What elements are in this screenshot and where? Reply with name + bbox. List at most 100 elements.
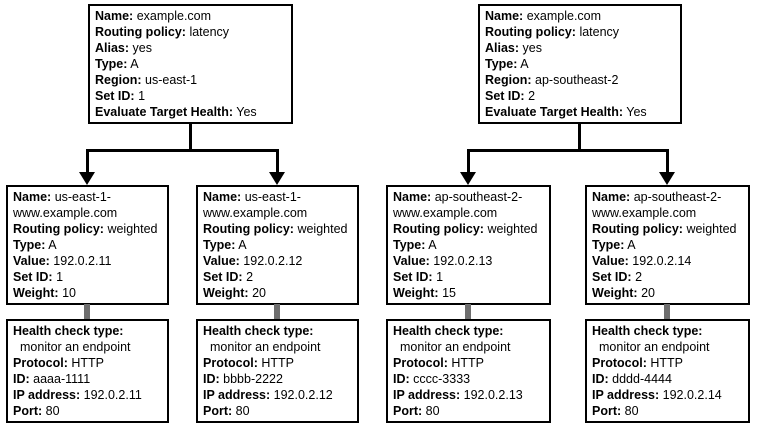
record-line: ID: dddd-4444 [592, 371, 743, 387]
connector-drop-4 [665, 149, 669, 172]
record-line: Type: A [95, 56, 286, 72]
record-line: Value: 192.0.2.11 [13, 253, 162, 269]
record-line: Set ID: 1 [13, 269, 162, 285]
field-value: 80 [232, 404, 250, 418]
field-label: Evaluate Target Health: [485, 105, 624, 119]
field-value: A [425, 238, 437, 252]
field-value: weighted [483, 222, 538, 236]
record-line: Name: example.com [485, 8, 675, 24]
field-label: Value: [592, 254, 629, 268]
field-value: A [45, 238, 57, 252]
record-line: Type: A [485, 56, 675, 72]
field-value: A [517, 57, 529, 71]
record-line: monitor an endpoint [203, 339, 352, 355]
field-value: latency [575, 25, 620, 39]
field-value: 2 [631, 270, 643, 284]
field-value: latency [185, 25, 230, 39]
record-line: Health check type: [592, 323, 743, 339]
record-line: Protocol: HTTP [393, 355, 544, 371]
field-label: Set ID: [95, 89, 135, 103]
connector-horizontal-right [466, 149, 669, 152]
field-value: 2 [242, 270, 254, 284]
field-value: 192.0.2.13 [460, 388, 523, 402]
field-label: Alias: [95, 41, 130, 55]
record-line: Routing policy: weighted [203, 221, 352, 237]
record-line: Port: 80 [393, 403, 544, 419]
field-label: Set ID: [485, 89, 525, 103]
field-label: Name: [95, 9, 134, 23]
field-value: HTTP [257, 356, 294, 370]
record-line: Type: A [13, 237, 162, 253]
field-value: cccc-3333 [409, 372, 471, 386]
field-label: Routing policy: [592, 222, 683, 236]
field-label: Protocol: [592, 356, 647, 370]
field-label: Type: [485, 57, 518, 71]
field-label: IP address: [203, 388, 271, 402]
field-value: 192.0.2.11 [49, 254, 112, 268]
record-line: Value: 192.0.2.13 [393, 253, 544, 269]
field-label: Set ID: [13, 270, 53, 284]
field-value: 192.0.2.14 [659, 388, 722, 402]
field-value: 192.0.2.12 [239, 254, 303, 268]
field-value: weighted [682, 222, 737, 236]
field-label: Set ID: [592, 270, 632, 284]
arrow-down-icon [269, 172, 285, 185]
field-value: monitor an endpoint [210, 340, 321, 354]
field-value: ap-southeast-2-www.example.com [592, 190, 722, 220]
field-value: Yes [233, 105, 257, 119]
record-line: Value: 192.0.2.14 [592, 253, 743, 269]
field-label: Value: [393, 254, 430, 268]
field-label: Set ID: [393, 270, 433, 284]
field-label: ID: [13, 372, 30, 386]
record-line: monitor an endpoint [393, 339, 544, 355]
field-value: yes [129, 41, 152, 55]
link-bar-1 [84, 304, 90, 321]
field-label: Routing policy: [13, 222, 104, 236]
field-value: 20 [248, 286, 266, 300]
field-label: Value: [13, 254, 50, 268]
record-line: Weight: 20 [592, 285, 743, 301]
field-value: example.com [133, 9, 212, 23]
field-label: Port: [203, 404, 233, 418]
field-label: Protocol: [203, 356, 258, 370]
connector-drop-2 [275, 149, 279, 172]
field-label: Type: [95, 57, 128, 71]
record-line: Alias: yes [485, 40, 675, 56]
record-line: IP address: 192.0.2.12 [203, 387, 352, 403]
field-value: 192.0.2.14 [628, 254, 692, 268]
record-line: Value: 192.0.2.12 [203, 253, 352, 269]
record-line: Region: us-east-1 [95, 72, 286, 88]
field-value: monitor an endpoint [20, 340, 131, 354]
field-value: 10 [58, 286, 76, 300]
field-label: Name: [485, 9, 524, 23]
field-label: Type: [393, 238, 426, 252]
field-label: Name: [592, 190, 631, 204]
record-line: Protocol: HTTP [203, 355, 352, 371]
field-label: Port: [592, 404, 622, 418]
field-value: HTTP [646, 356, 683, 370]
field-value: 192.0.2.11 [80, 388, 142, 402]
connector-drop-3 [466, 149, 470, 172]
field-label: IP address: [393, 388, 461, 402]
field-label: Routing policy: [95, 25, 186, 39]
record-line: ID: cccc-3333 [393, 371, 544, 387]
record-line: Port: 80 [13, 403, 162, 419]
field-label: Type: [203, 238, 236, 252]
record-line: IP address: 192.0.2.14 [592, 387, 743, 403]
record-line: Evaluate Target Health: Yes [485, 104, 675, 120]
record-line: Protocol: HTTP [592, 355, 743, 371]
link-bar-4 [664, 304, 670, 321]
field-label: Port: [13, 404, 43, 418]
field-value: weighted [293, 222, 348, 236]
record-line: Type: A [393, 237, 544, 253]
field-value: 15 [438, 286, 456, 300]
